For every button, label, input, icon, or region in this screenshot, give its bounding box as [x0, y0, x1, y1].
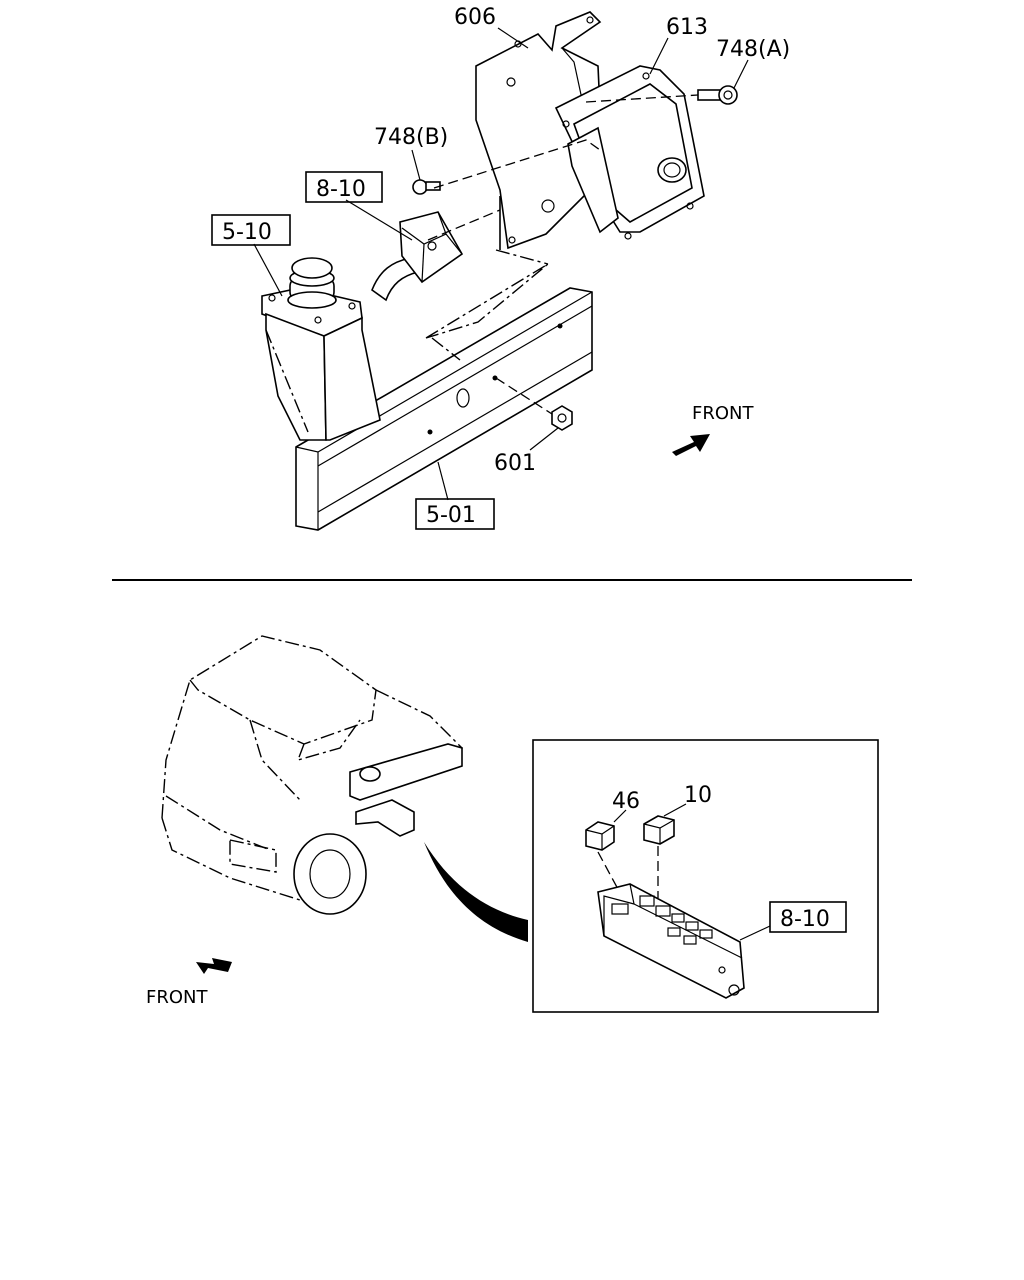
callout-606: 606 — [454, 5, 496, 30]
callout-10: 10 — [684, 783, 712, 808]
location-view: FRONT — [146, 635, 879, 1013]
callout-601: 601 — [494, 451, 536, 476]
relay-box-8-10 — [597, 883, 771, 999]
front-label-top: FRONT — [692, 403, 754, 424]
front-arrow-bottom-icon — [196, 958, 232, 974]
cab-mount-bracket-5-10 — [261, 257, 381, 441]
callout-5-10: 5-10 — [222, 220, 272, 245]
bolt-748b — [412, 179, 441, 195]
nut-601 — [551, 405, 573, 431]
detail-inset — [532, 739, 879, 1013]
relay-10 — [643, 803, 687, 898]
callout-46: 46 — [612, 789, 640, 814]
mounting-plate-606 — [475, 11, 602, 250]
callout-5-01: 5-01 — [426, 503, 476, 528]
upper-assembly: 606 613 748(A) 748(B) 8-10 5-10 601 5-01… — [211, 5, 790, 531]
callout-8-10-top: 8-10 — [316, 177, 366, 202]
chassis-rail — [293, 743, 463, 915]
relay-harness-8-10 — [371, 211, 464, 302]
callout-613: 613 — [666, 15, 708, 40]
detail-pointer-arrow-icon — [424, 842, 528, 942]
callout-748b: 748(B) — [374, 125, 448, 150]
bolt-748a — [697, 85, 738, 105]
callout-8-10-inset: 8-10 — [780, 907, 830, 932]
front-label-bottom: FRONT — [146, 987, 208, 1008]
frame-rail-5-01 — [295, 287, 593, 531]
control-unit-613 — [554, 65, 705, 240]
front-arrow-top-icon — [672, 434, 710, 456]
callout-748a: 748(A) — [716, 37, 790, 62]
